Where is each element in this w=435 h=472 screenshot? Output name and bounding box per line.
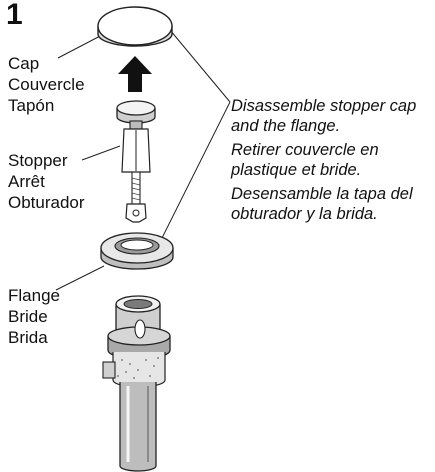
flange-label: Flange Bride Brida (8, 285, 60, 348)
step-number: 1 (6, 0, 23, 31)
instruction-leader-upper (169, 29, 231, 103)
flange-label-french: Bride (8, 307, 48, 326)
drain-body-drawing (102, 295, 171, 472)
cap-label-french: Couvercle (8, 75, 85, 94)
cap-label: Cap Couvercle Tapón (8, 53, 85, 116)
up-arrow-icon (118, 56, 152, 92)
flange-label-spanish: Brida (8, 328, 48, 347)
stopper-label: Stopper Arrêt Obturador (8, 150, 85, 213)
instruction-french: Retirer couvercle en plastique et bride. (231, 141, 379, 179)
instruction-leader-lower (149, 101, 231, 263)
stopper-drawing (116, 100, 156, 223)
stopper-label-english: Stopper (8, 151, 68, 170)
instruction-text: Disassemble stopper cap and the flange. … (231, 96, 435, 228)
cap-drawing (97, 6, 173, 47)
instruction-english: Disassemble stopper cap and the flange. (231, 97, 417, 135)
cap-label-english: Cap (8, 54, 40, 73)
cap-label-spanish: Tapón (8, 96, 55, 115)
leader-lines (55, 29, 231, 291)
flange-drawing (100, 232, 174, 270)
flange-label-english: Flange (8, 286, 60, 305)
flange-leader-line (55, 265, 105, 291)
cap-leader-line (57, 33, 105, 59)
stopper-label-spanish: Obturador (8, 193, 85, 212)
stopper-leader-line (81, 145, 121, 161)
stopper-label-french: Arrêt (8, 172, 45, 191)
instruction-spanish: Desensamble la tapa del obturador y la b… (231, 185, 413, 223)
